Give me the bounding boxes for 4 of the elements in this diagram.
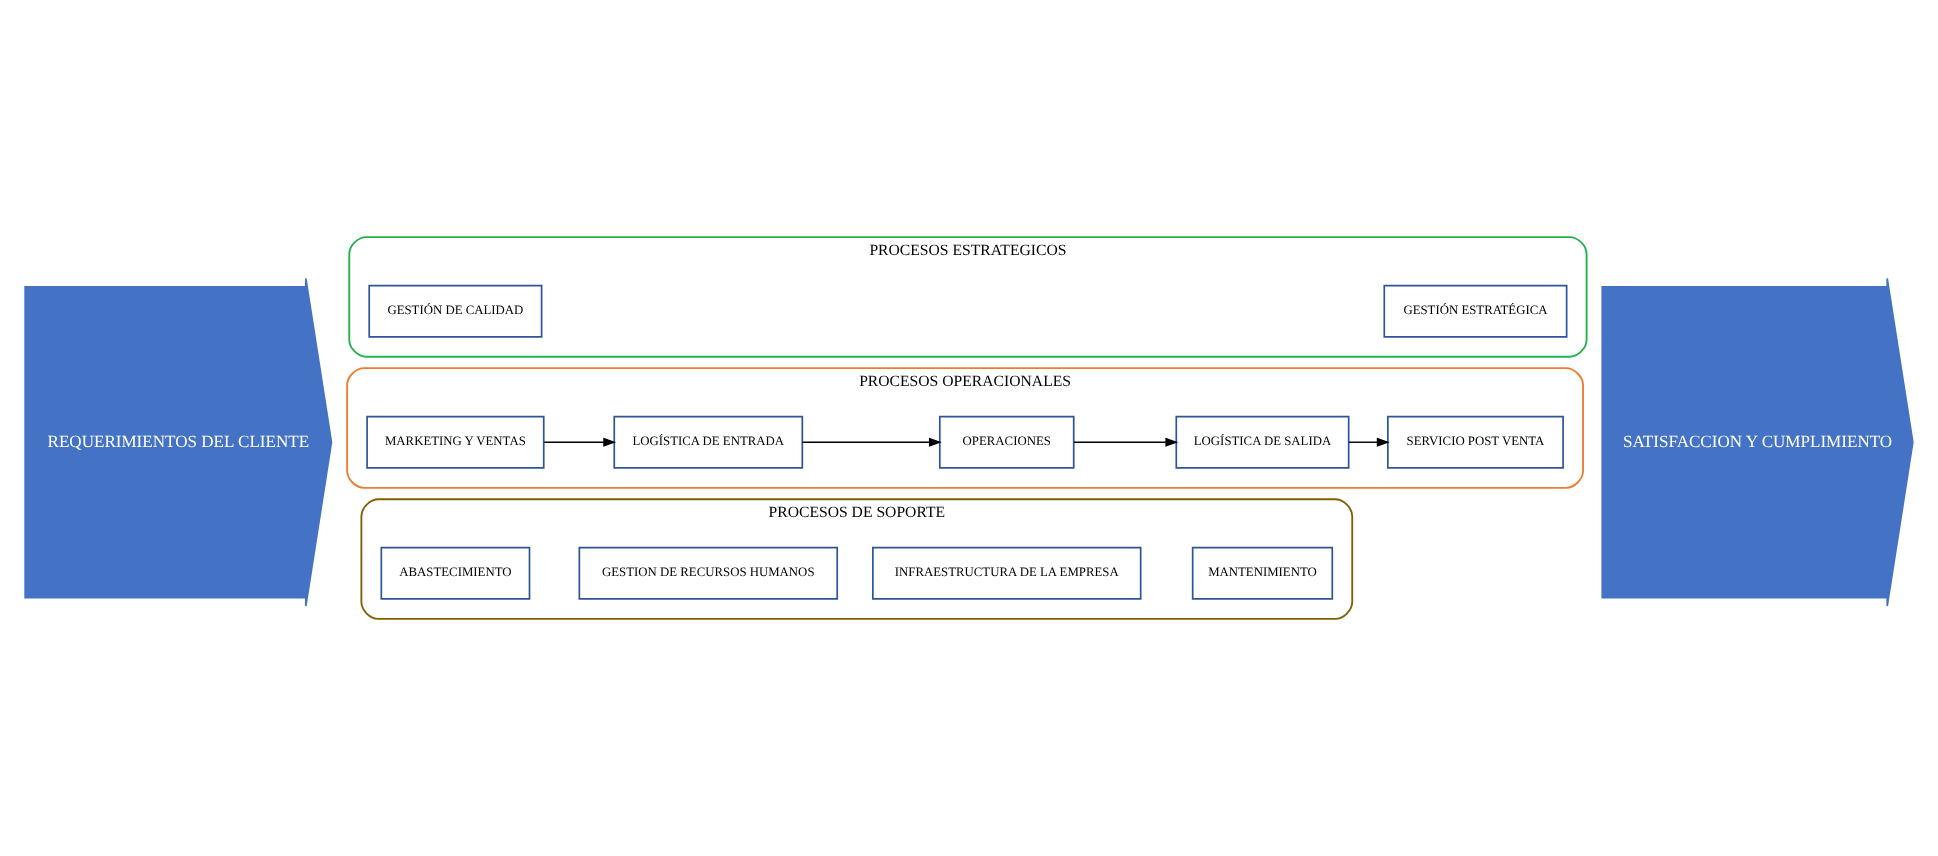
arrow <box>1073 437 1179 447</box>
arrow <box>1348 437 1390 447</box>
arrow <box>801 437 942 447</box>
arrow <box>543 437 617 447</box>
